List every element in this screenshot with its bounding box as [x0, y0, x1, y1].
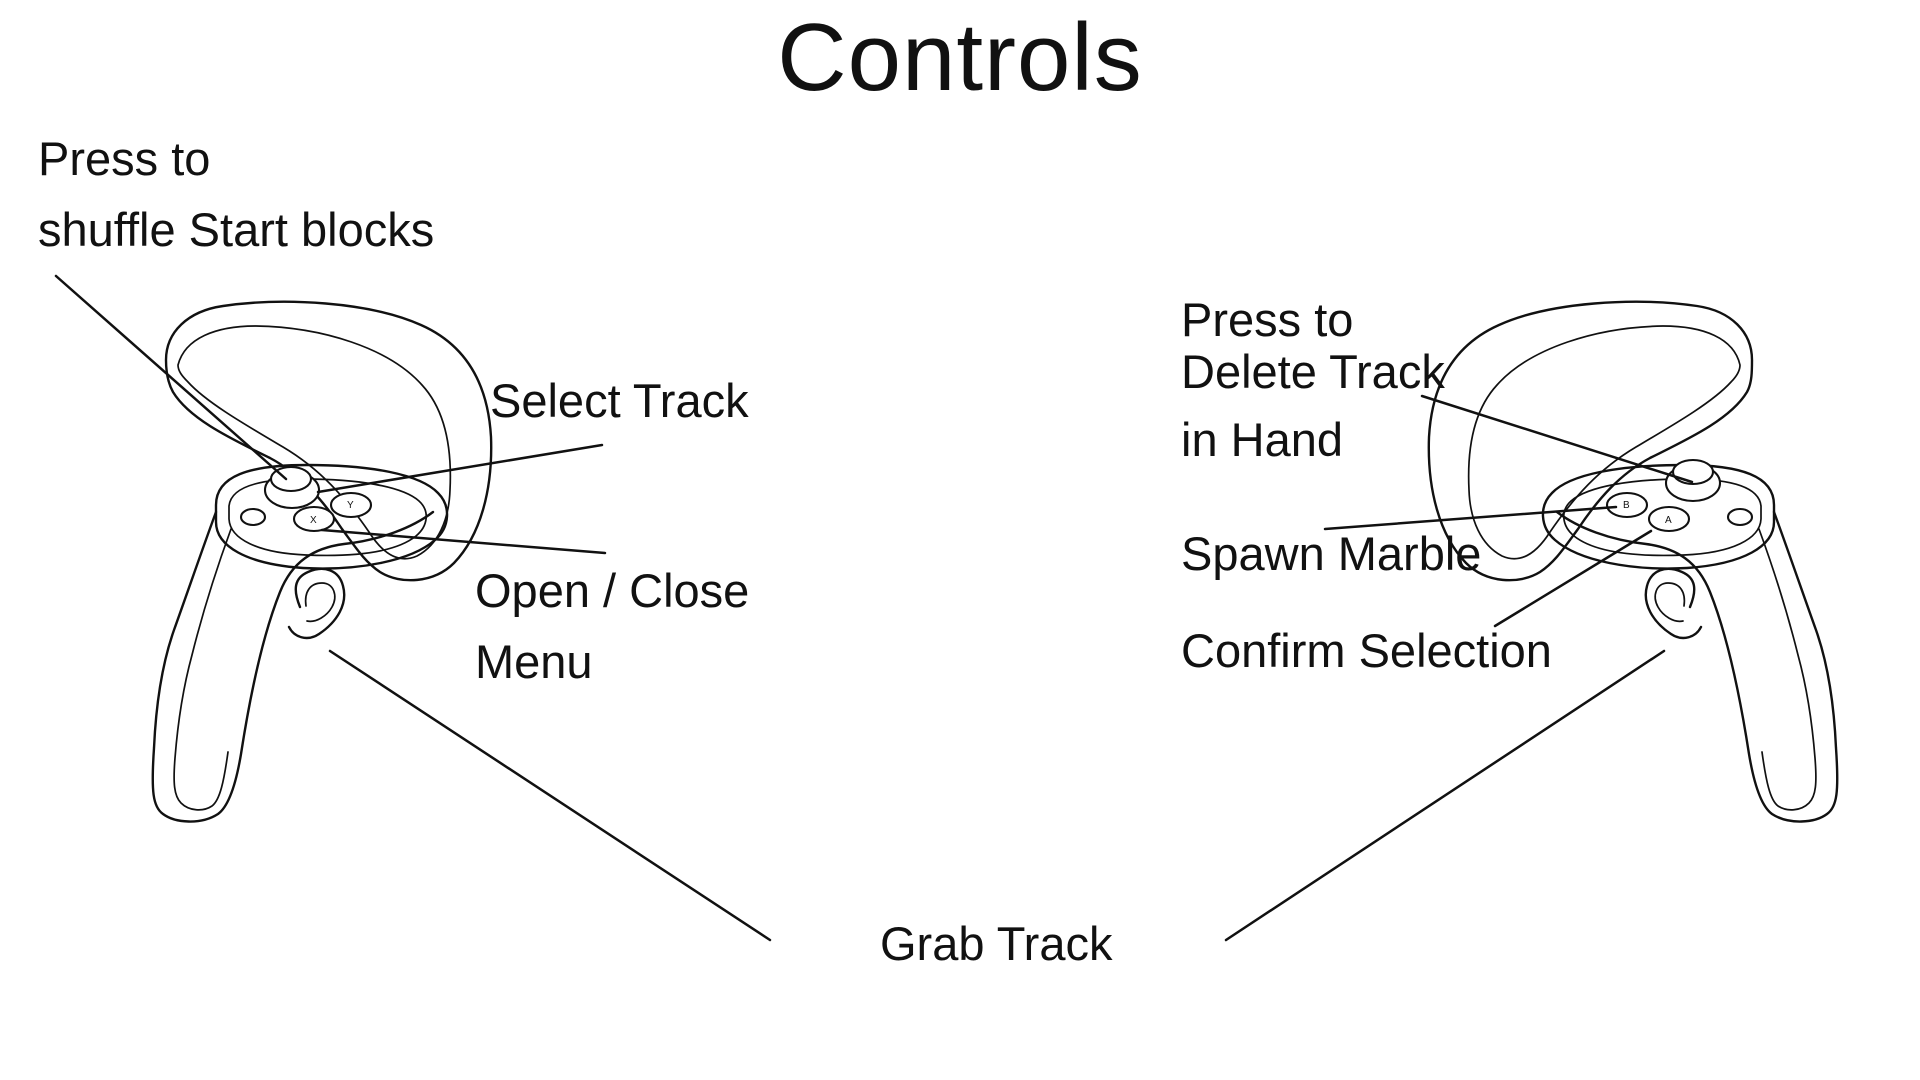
right-b-button-letter: B: [1623, 500, 1630, 511]
grab-track-label: Grab Track: [880, 917, 1113, 970]
confirm-selection-label: Confirm Selection: [1181, 624, 1552, 677]
left-trigger: [287, 567, 346, 640]
right-a-button-letter: A: [1665, 515, 1672, 526]
delete-label-line-3: in Hand: [1181, 413, 1343, 466]
confirm-selection-leader-line: [1493, 529, 1653, 628]
spawn-marble-leader-line: [1323, 505, 1618, 531]
left-tracking-ring-inner: [177, 325, 452, 560]
right-b-button: [1605, 491, 1649, 519]
right-thumbstick-top: [1671, 458, 1715, 486]
right-trigger-inner: [1654, 582, 1686, 623]
right-grab-leader-line: [1224, 649, 1666, 942]
right-controller: B A: [1427, 300, 1839, 823]
left-controller: Y X: [151, 300, 493, 823]
left-trigger-inner: [304, 582, 336, 623]
select-track-label: Select Track: [490, 374, 749, 427]
spawn-marble-label: Spawn Marble: [1181, 527, 1482, 580]
menu-label-line-2: Menu: [475, 635, 593, 688]
shuffle-label-line-1: Press to: [38, 132, 211, 185]
delete-label-line-1: Press to: [1181, 293, 1354, 346]
left-y-button: [329, 491, 373, 519]
right-handle: [1555, 510, 1839, 823]
left-x-button-letter: X: [310, 515, 317, 526]
menu-label-line-1: Open / Close: [475, 564, 750, 617]
left-x-button: [292, 505, 336, 533]
left-grab-leader-line: [328, 649, 772, 942]
menu-leader-line: [320, 528, 607, 555]
right-tracking-ring: [1427, 300, 1754, 582]
left-faceplate: [214, 463, 449, 570]
shuffle-label-line-2: shuffle Start blocks: [38, 203, 435, 256]
left-handle-inner: [173, 528, 232, 811]
shuffle-leader-line: [54, 274, 288, 481]
delete-track-leader-line: [1420, 394, 1694, 484]
right-tracking-ring-inner: [1467, 325, 1741, 560]
right-oculus-button: [1726, 507, 1754, 527]
left-tracking-ring: [164, 300, 493, 582]
right-trigger: [1644, 567, 1703, 640]
select-track-leader-line: [316, 443, 604, 494]
right-handle-inner: [1758, 528, 1817, 811]
left-handle: [151, 510, 435, 823]
delete-label-line-2: Delete Track: [1181, 345, 1445, 398]
right-a-button: [1647, 505, 1691, 533]
page-title: Controls: [777, 4, 1143, 111]
left-menu-button: [239, 507, 267, 527]
left-y-button-letter: Y: [347, 500, 354, 511]
